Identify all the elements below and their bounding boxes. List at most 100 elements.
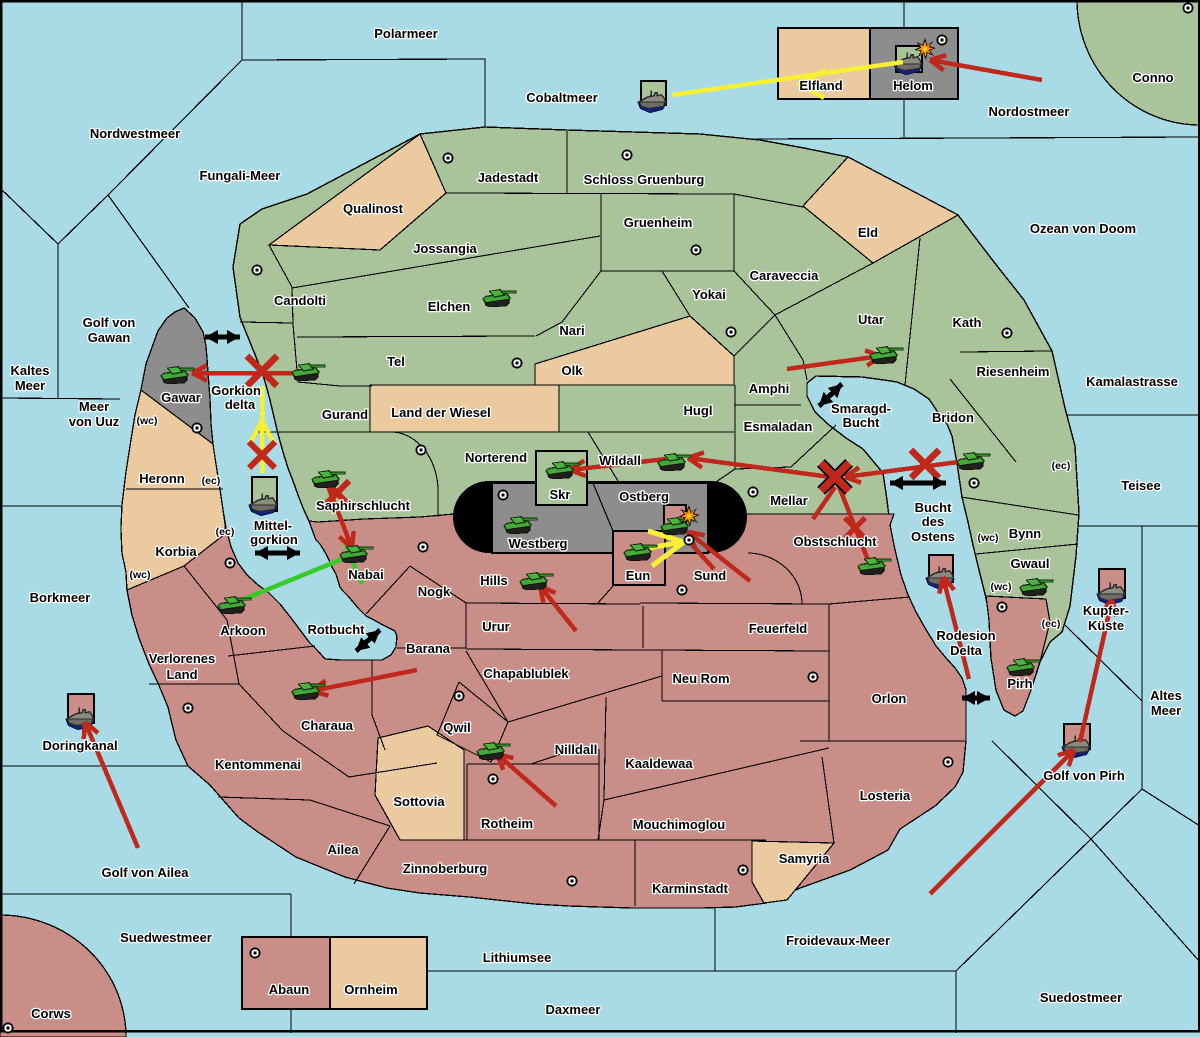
svg-text:Obstschlucht: Obstschlucht [793,534,877,549]
svg-text:Suedostmeer: Suedostmeer [1040,990,1122,1005]
svg-text:Eun: Eun [626,568,651,583]
svg-text:Korbia: Korbia [155,544,197,559]
svg-text:Mouchimoglou: Mouchimoglou [633,817,725,832]
svg-text:Smaragd-: Smaragd- [831,401,891,416]
svg-text:Arkoon: Arkoon [220,623,266,638]
svg-text:Wildall: Wildall [599,453,641,468]
svg-text:Golf von Ailea: Golf von Ailea [102,865,190,880]
svg-text:Ozean von Doom: Ozean von Doom [1030,221,1136,236]
svg-text:Ostens: Ostens [911,529,955,544]
svg-text:Teisee: Teisee [1121,478,1161,493]
svg-text:von Uuz: von Uuz [69,414,120,429]
svg-text:Kaltes: Kaltes [10,363,49,378]
svg-text:Bucht: Bucht [843,415,881,430]
svg-text:Suedwestmeer: Suedwestmeer [120,930,212,945]
svg-text:Zinnoberburg: Zinnoberburg [403,861,488,876]
svg-text:Mittel-: Mittel- [254,518,292,533]
svg-text:Gawar: Gawar [161,390,201,405]
svg-text:Meer: Meer [15,378,45,393]
svg-text:Urur: Urur [482,619,509,634]
svg-text:Bridon: Bridon [932,410,974,425]
svg-text:Skr: Skr [550,487,571,502]
svg-text:gorkion: gorkion [250,532,298,547]
svg-text:Saphirschlucht: Saphirschlucht [316,498,411,513]
svg-text:(ec): (ec) [1052,460,1071,472]
svg-text:Lithiumsee: Lithiumsee [483,950,552,965]
svg-text:Neu Rom: Neu Rom [672,671,729,686]
svg-text:Eld: Eld [858,225,878,240]
svg-text:Olk: Olk [562,363,584,378]
svg-text:Charaua: Charaua [301,718,354,733]
svg-text:Ailea: Ailea [327,842,359,857]
svg-text:Schloss Gruenburg: Schloss Gruenburg [584,172,705,187]
svg-text:Land der Wiesel: Land der Wiesel [391,405,491,420]
svg-text:Corws: Corws [31,1006,71,1021]
svg-text:Gurand: Gurand [322,407,368,422]
svg-text:Mellar: Mellar [770,493,808,508]
svg-text:Küste: Küste [1088,618,1124,633]
svg-text:Froidevaux-Meer: Froidevaux-Meer [786,933,890,948]
svg-text:Caraveccia: Caraveccia [750,268,819,283]
svg-text:Gorkion: Gorkion [211,383,261,398]
svg-text:Sottovia: Sottovia [393,794,445,809]
svg-text:Verlorenes: Verlorenes [149,651,216,666]
svg-text:Sund: Sund [694,568,727,583]
svg-text:Altes: Altes [1150,688,1182,703]
svg-text:Kupfer-: Kupfer- [1083,603,1129,618]
svg-text:Qualinost: Qualinost [343,201,404,216]
svg-text:Daxmeer: Daxmeer [546,1002,601,1017]
svg-text:Tel: Tel [387,354,405,369]
svg-text:(wc): (wc) [978,532,999,544]
svg-text:Chapablublek: Chapablublek [483,666,569,681]
svg-text:Feuerfeld: Feuerfeld [749,621,808,636]
svg-text:Golf von Pirh: Golf von Pirh [1043,768,1125,783]
svg-text:(ec): (ec) [1042,618,1061,630]
svg-text:(wc): (wc) [137,415,158,427]
svg-text:Golf von: Golf von [83,315,136,330]
svg-text:Kaaldewaa: Kaaldewaa [625,756,693,771]
svg-text:(ec): (ec) [202,475,221,487]
svg-text:Nogk: Nogk [418,584,451,599]
svg-text:Qwil: Qwil [443,720,470,735]
svg-text:des: des [922,514,944,529]
svg-text:Ornheim: Ornheim [344,982,397,997]
svg-text:Polarmeer: Polarmeer [374,26,438,41]
svg-text:(ec): (ec) [216,526,235,538]
svg-text:Hugl: Hugl [684,403,713,418]
svg-text:Meer: Meer [79,399,109,414]
svg-text:Ostberg: Ostberg [619,489,669,504]
svg-text:Cobaltmeer: Cobaltmeer [526,90,598,105]
svg-text:Delta: Delta [950,643,983,658]
svg-text:Nari: Nari [559,323,584,338]
svg-text:Kamalastrasse: Kamalastrasse [1086,374,1178,389]
svg-text:Fungali-Meer: Fungali-Meer [200,168,281,183]
svg-text:Barana: Barana [406,641,451,656]
svg-text:Jadestadt: Jadestadt [478,170,539,185]
svg-text:Nilldall: Nilldall [555,742,598,757]
svg-text:Bynn: Bynn [1009,526,1042,541]
svg-text:Pirh: Pirh [1007,676,1032,691]
svg-text:Rotbucht: Rotbucht [307,622,365,637]
svg-text:Karminstadt: Karminstadt [652,881,729,896]
svg-text:Kentommenai: Kentommenai [215,757,301,772]
svg-text:Gruenheim: Gruenheim [624,215,693,230]
svg-text:Jossangia: Jossangia [413,241,477,256]
svg-text:Gwaul: Gwaul [1010,556,1049,571]
svg-text:Bucht: Bucht [915,500,953,515]
svg-text:Amphi: Amphi [749,381,789,396]
svg-text:Elchen: Elchen [428,299,471,314]
svg-text:Rodesion: Rodesion [936,628,995,643]
svg-text:Orlon: Orlon [872,691,907,706]
svg-text:Elfland: Elfland [799,78,842,93]
svg-text:Helom: Helom [893,78,933,93]
svg-text:Riesenheim: Riesenheim [977,364,1050,379]
svg-text:Heronn: Heronn [139,471,185,486]
svg-text:Yokai: Yokai [692,287,726,302]
svg-text:(wc): (wc) [991,581,1012,593]
svg-text:Utar: Utar [858,312,884,327]
svg-text:Candolti: Candolti [274,293,326,308]
svg-text:Gawan: Gawan [88,330,131,345]
svg-text:Samyria: Samyria [779,851,830,866]
svg-text:Land: Land [166,667,197,682]
svg-text:Norterend: Norterend [465,450,527,465]
